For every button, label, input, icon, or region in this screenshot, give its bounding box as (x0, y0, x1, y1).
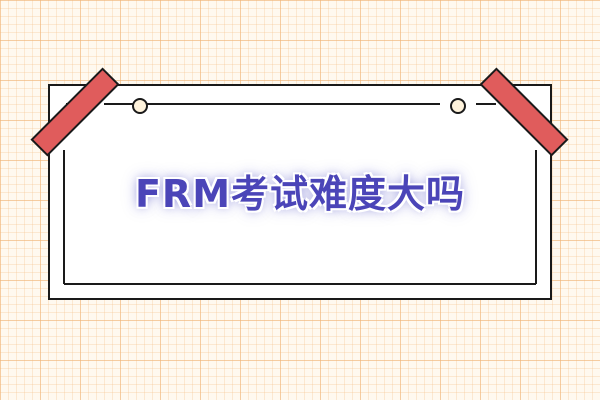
page-title: FRM考试难度大吗 (134, 172, 466, 216)
note-card (48, 84, 552, 300)
